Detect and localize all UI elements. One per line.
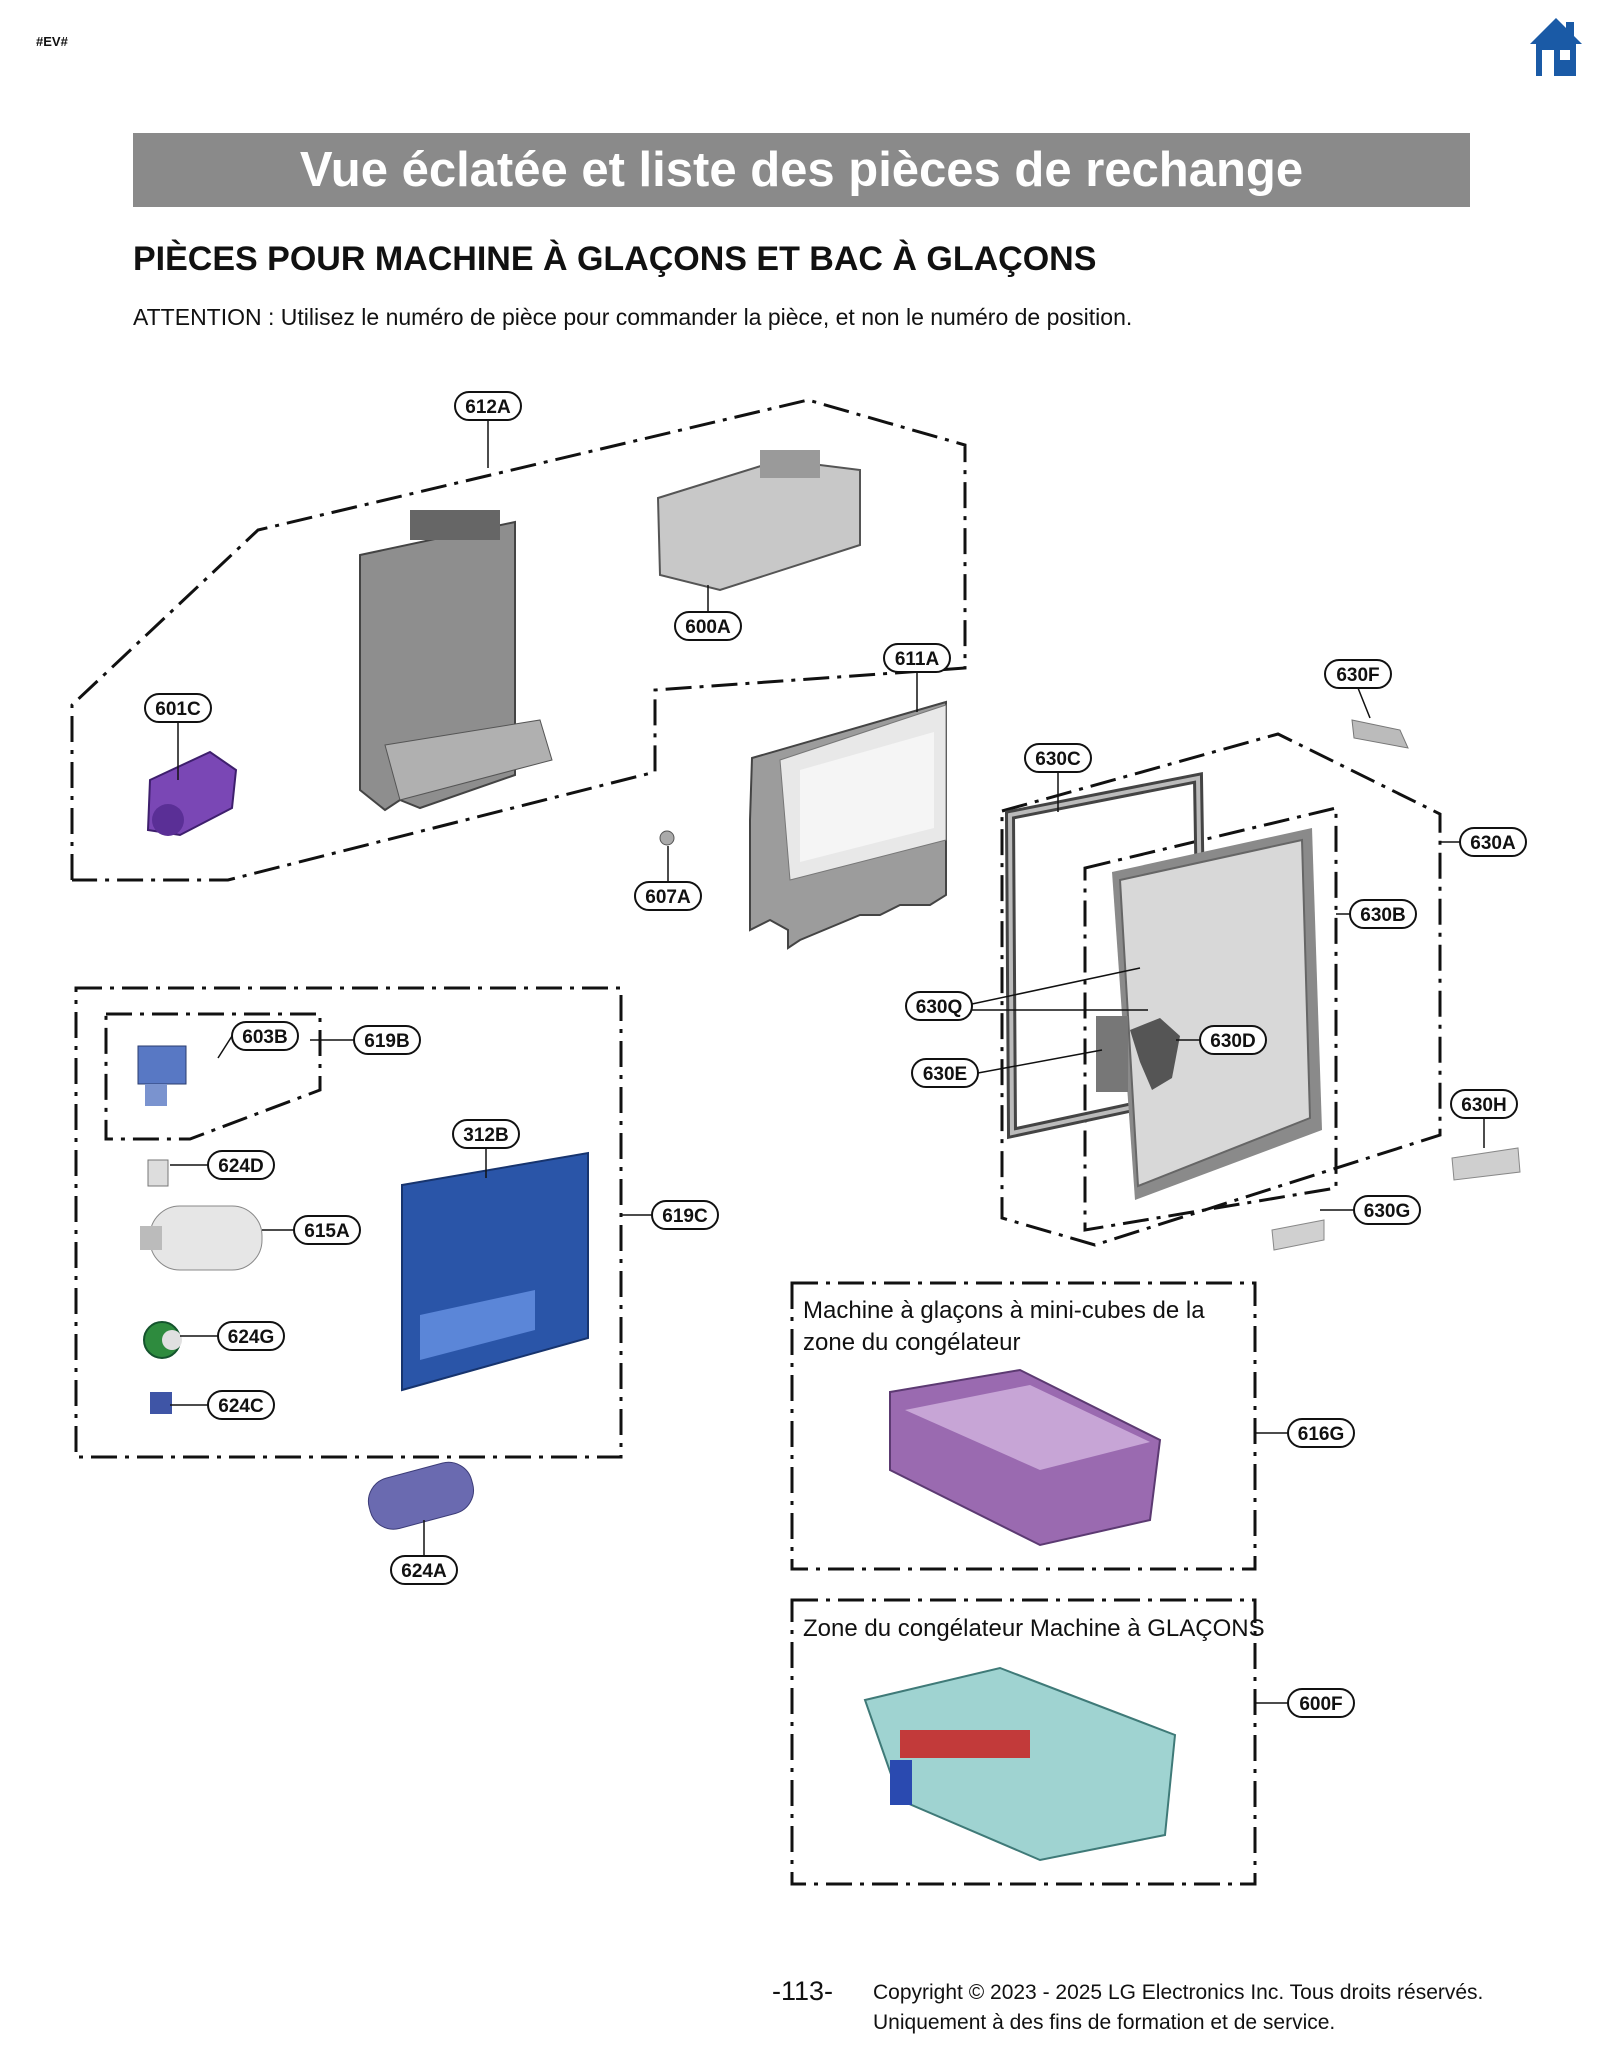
- part-611A-cover: [749, 700, 947, 950]
- callout-600A: [674, 611, 742, 641]
- part-600A-icemaker: [656, 450, 861, 592]
- callout-630H-text: 630H: [1461, 1095, 1506, 1116]
- callout-611A-text: 611A: [895, 649, 940, 670]
- callout-630A: [1459, 827, 1527, 857]
- part-612A-bracket: [359, 510, 553, 812]
- part-624C-elbow: [150, 1392, 172, 1414]
- callout-312B: [452, 1119, 520, 1149]
- callout-630Q-text: 630Q: [916, 997, 962, 1018]
- part-624G-connector: [143, 1321, 182, 1359]
- door-630B: [1096, 828, 1322, 1200]
- callout-619B-text: 619B: [364, 1031, 409, 1052]
- callout-607A-text: 607A: [645, 887, 691, 908]
- document-tag: #EV#: [36, 34, 68, 49]
- callout-624C: [207, 1390, 275, 1420]
- callout-630F-text: 630F: [1336, 665, 1379, 686]
- callout-630B-text: 630B: [1360, 905, 1405, 926]
- callout-600F-text: 600F: [1299, 1694, 1342, 1715]
- part-630F: [1351, 719, 1409, 749]
- callout-630E-text: 630E: [923, 1064, 967, 1085]
- group-630B-outline: [1083, 806, 1338, 1232]
- part-603B-valve: [137, 1045, 187, 1106]
- callout-619C-text: 619C: [662, 1206, 708, 1227]
- group-612A-outline: [70, 398, 967, 882]
- part-624A-cylinder: [367, 1461, 474, 1530]
- callout-630A-text: 630A: [1470, 833, 1516, 854]
- callout-601C: [144, 693, 212, 723]
- callout-630B: [1349, 899, 1417, 929]
- callout-616G-text: 616G: [1298, 1424, 1344, 1445]
- mini-cubes-label-line2: zone du congélateur: [803, 1329, 1021, 1356]
- part-607A-screw: [659, 830, 675, 846]
- part-616G-tray: [889, 1368, 1162, 1547]
- copyright-line2: Uniquement à des fins de formation et de…: [873, 2011, 1336, 2034]
- callout-630D: [1199, 1025, 1267, 1055]
- callout-312B-text: 312B: [463, 1125, 508, 1146]
- page-title: Vue éclatée et liste des pièces de recha…: [299, 143, 1304, 197]
- callout-624D-text: 624D: [218, 1156, 263, 1177]
- callout-624A: [390, 1555, 458, 1585]
- callout-603B: [231, 1021, 299, 1051]
- callout-630G-text: 630G: [1364, 1201, 1410, 1222]
- group-630A-outline: [1000, 732, 1442, 1247]
- callout-630C-text: 630C: [1035, 749, 1081, 770]
- part-601C-motor: [146, 750, 238, 837]
- callout-619C: [651, 1200, 719, 1230]
- box-600F-outline: [790, 1598, 1257, 1886]
- callout-630Q: [905, 991, 973, 1021]
- copyright: Copyright © 2023 - 2025 LG Electronics I…: [873, 1978, 1483, 2038]
- box-616G-outline: [790, 1281, 1257, 1571]
- part-600F-icemaker: [863, 1666, 1177, 1862]
- callout-624G: [217, 1321, 285, 1351]
- callout-624D: [207, 1150, 275, 1180]
- callout-630E: [911, 1058, 979, 1088]
- callout-612A-text: 612A: [465, 397, 511, 418]
- callout-615A: [293, 1215, 361, 1245]
- part-624D-fitting: [147, 1159, 169, 1187]
- home-icon[interactable]: [1528, 16, 1584, 78]
- callout-600F: [1287, 1688, 1355, 1718]
- callout-624G-text: 624G: [228, 1327, 274, 1348]
- callout-619B: [353, 1025, 421, 1055]
- callout-630D-text: 630D: [1210, 1031, 1255, 1052]
- part-630H: [1451, 1147, 1521, 1181]
- freezer-ice-label: Zone du congélateur Machine à GLAÇONS: [803, 1615, 1265, 1642]
- callout-624C-text: 624C: [218, 1396, 264, 1417]
- mini-cubes-label-line1: Machine à glaçons à mini-cubes de la: [803, 1297, 1205, 1324]
- callout-630H: [1450, 1089, 1518, 1119]
- callout-607A: [634, 881, 702, 911]
- callout-601C-text: 601C: [155, 699, 201, 720]
- section-subtitle: PIÈCES POUR MACHINE À GLAÇONS ET BAC À G…: [133, 240, 1097, 278]
- part-630G: [1271, 1219, 1325, 1251]
- callout-615A-text: 615A: [304, 1221, 350, 1242]
- group-619B-outline: [104, 1012, 322, 1141]
- callout-630G: [1353, 1195, 1421, 1225]
- callout-600A-text: 600A: [685, 617, 731, 638]
- callout-611A: [883, 643, 951, 673]
- attention-note: ATTENTION : Utilisez le numéro de pièce …: [133, 304, 1133, 330]
- leader-lines: [170, 420, 1485, 1704]
- callout-616G: [1287, 1418, 1355, 1448]
- callout-603B-text: 603B: [242, 1027, 287, 1048]
- copyright-line1: Copyright © 2023 - 2025 LG Electronics I…: [873, 1981, 1484, 2004]
- callout-612A: [454, 391, 522, 421]
- group-619C-outline: [74, 986, 623, 1459]
- title-banner: Vue éclatée et liste des pièces de recha…: [133, 133, 1470, 207]
- callout-630C: [1024, 743, 1092, 773]
- page-number: -113-: [772, 1976, 834, 2006]
- part-615A-filter: [140, 1205, 263, 1271]
- callout-624A-text: 624A: [401, 1561, 447, 1582]
- part-312B-panel: [401, 1151, 589, 1392]
- callout-630F: [1324, 659, 1392, 689]
